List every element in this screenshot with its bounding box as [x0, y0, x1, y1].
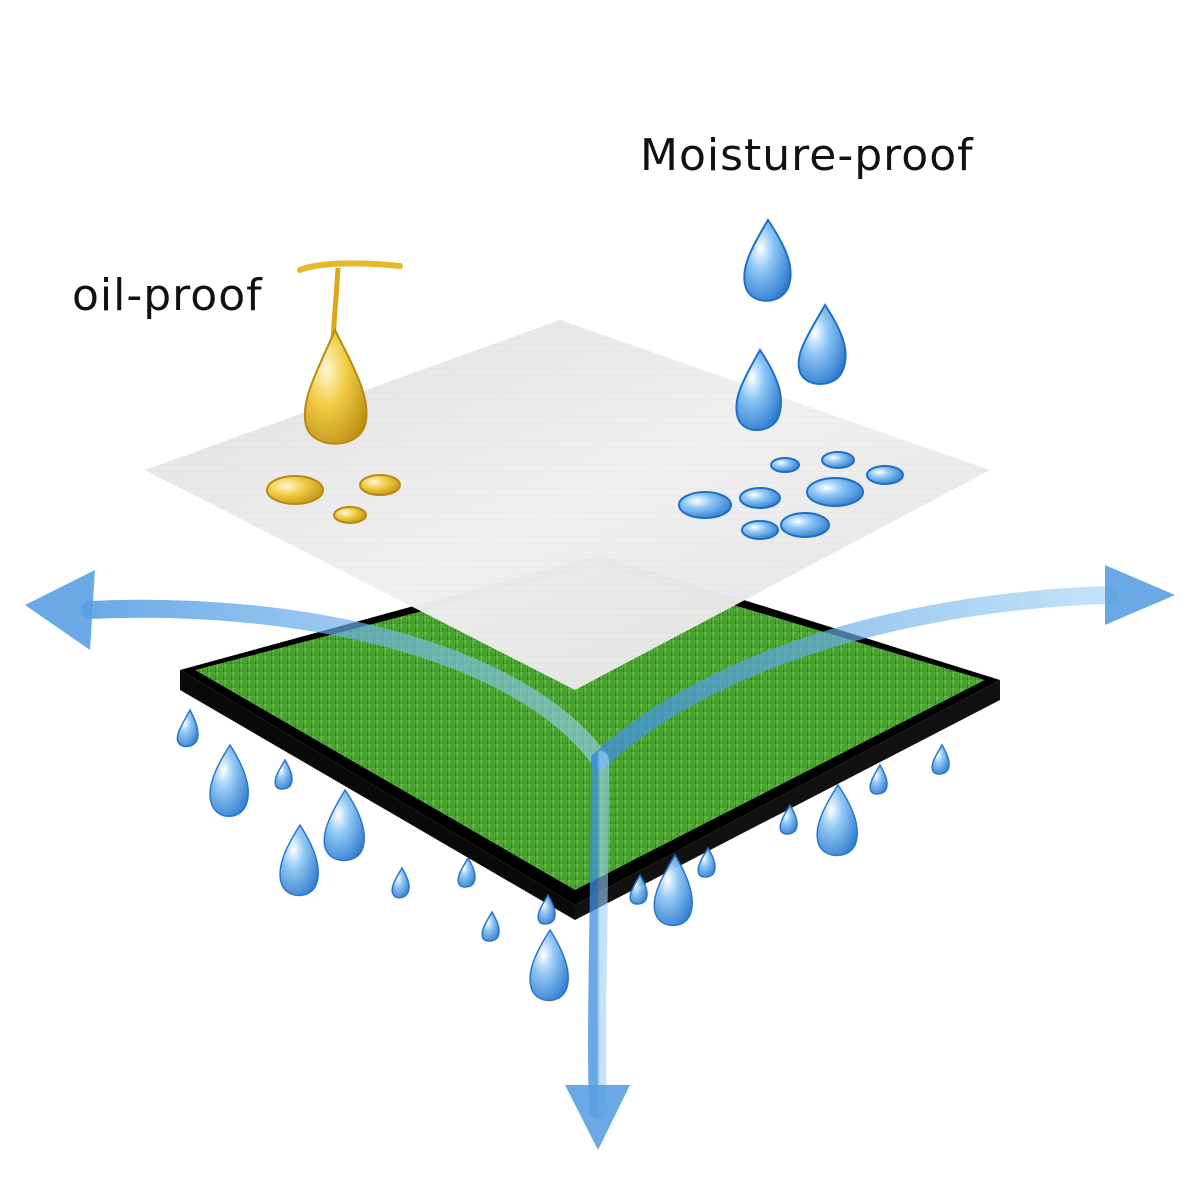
oil-drop-icon — [303, 327, 368, 445]
arrow-icon-down — [565, 751, 630, 1150]
arrow-icon-right — [591, 565, 1175, 769]
oil-drop-icon — [359, 474, 401, 496]
water-drop-icon-group-bottom — [176, 708, 950, 1002]
moisture-proof-label: Moisture-proof — [640, 130, 974, 181]
oil-proof-label: oil-proof — [72, 270, 263, 321]
oil-drop-icon — [266, 475, 324, 505]
oil-drop-icon — [333, 506, 367, 524]
oil-drop-icon-group — [266, 260, 403, 524]
water-drop-icon-group-top — [735, 218, 847, 431]
water-drop-icon-group-sheet — [678, 451, 904, 540]
arrow-icon-left — [25, 570, 609, 769]
